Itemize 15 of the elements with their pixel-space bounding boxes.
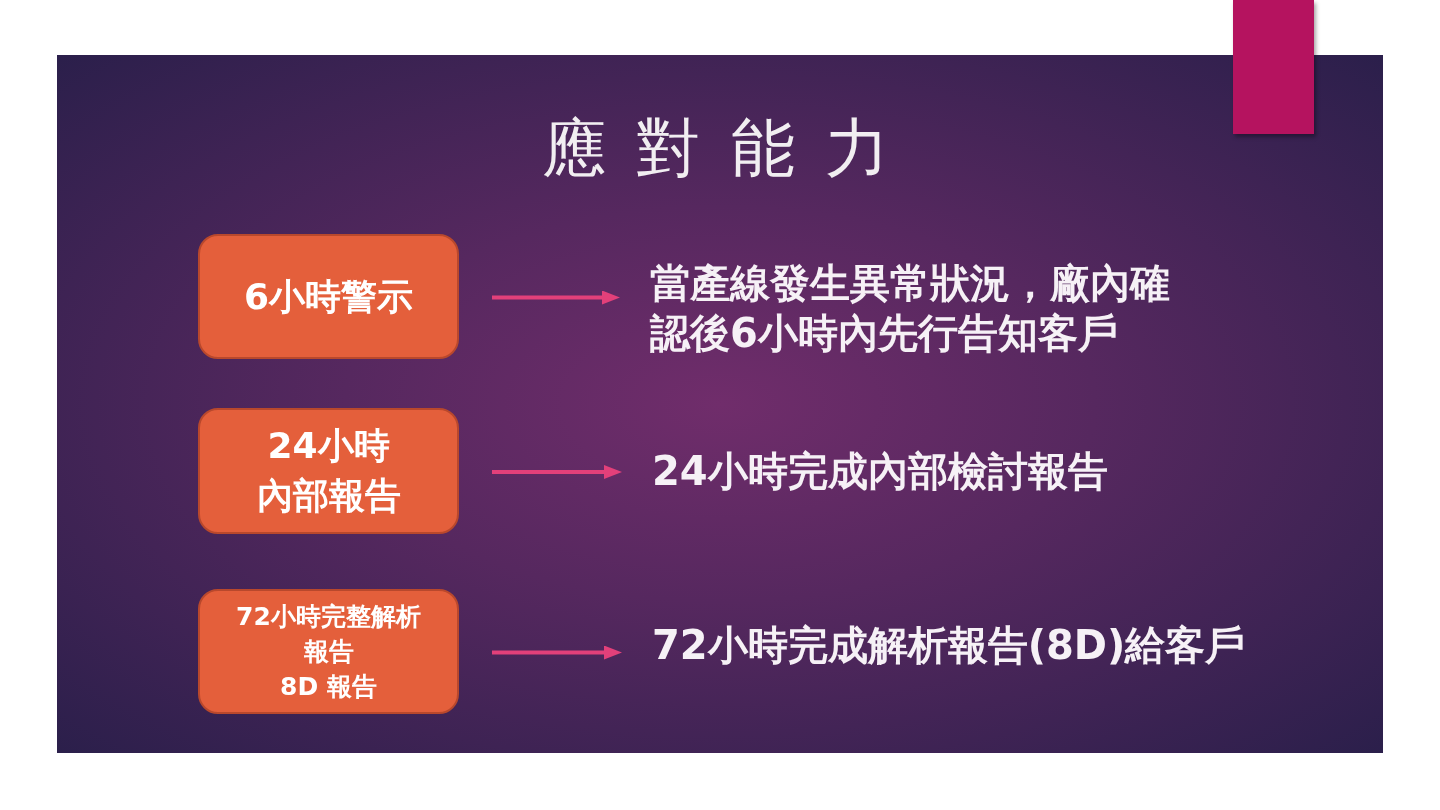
arrow [492, 645, 622, 660]
step-label: 72小時完整解析報告 [235, 601, 422, 668]
step-label: 8D 報告 [280, 671, 377, 703]
arrow [492, 290, 620, 305]
slide-title: 應 對 能 力 [541, 110, 895, 187]
description-text: 24小時完成內部檢討報告 [652, 446, 1108, 496]
description-text: 72小時完成解析報告(8D)給客戶 [652, 620, 1246, 670]
step-label: 內部報告 [256, 474, 401, 518]
step-label: 24小時 [267, 424, 390, 468]
arrow [492, 465, 622, 479]
step-box [198, 408, 459, 534]
step-box [198, 589, 459, 714]
step-label: 6小時警示 [243, 274, 414, 319]
step-box [198, 234, 459, 359]
description-text: 當產線發生異常狀況，廠內確認後6小時內先行告知客戶 [650, 258, 1198, 358]
